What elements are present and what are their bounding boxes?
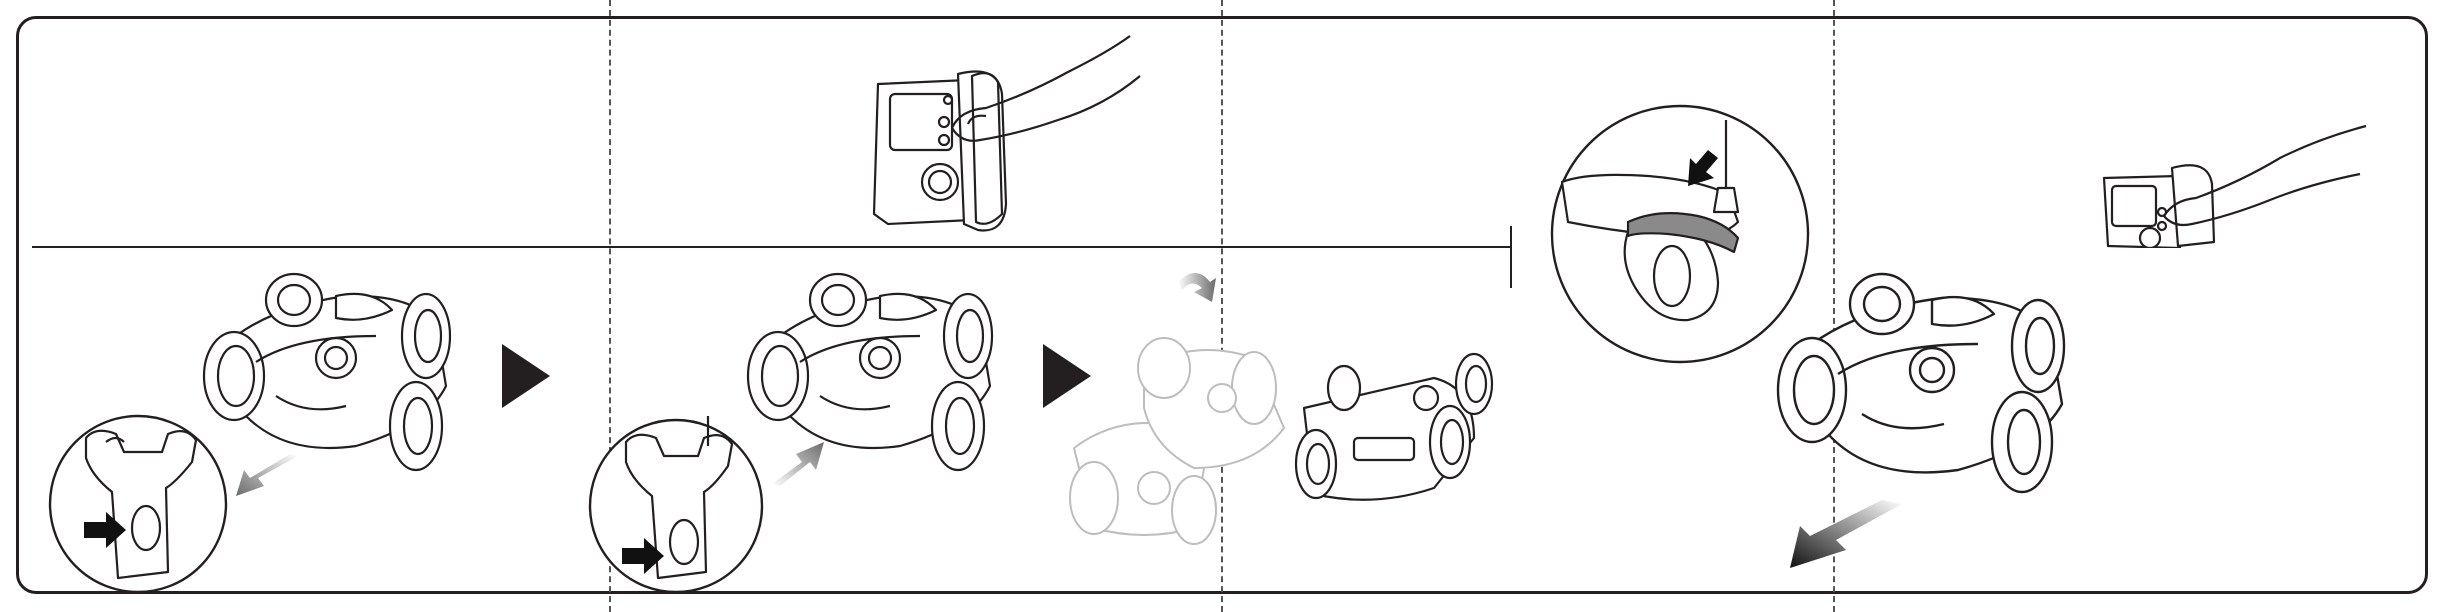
motion-arrow-icon xyxy=(768,436,828,488)
step-divider-line xyxy=(32,246,1512,248)
hand-pressing-button-icon xyxy=(2100,118,2370,248)
car-icon xyxy=(196,266,456,476)
car-icon xyxy=(1772,264,2072,496)
step-divider-end xyxy=(1510,226,1512,288)
play-arrow-icon xyxy=(502,344,550,408)
remote-control-icon xyxy=(586,416,766,596)
remote-control-icon xyxy=(46,412,230,596)
motion-arrow-icon xyxy=(1786,500,1906,572)
curved-arrow-icon xyxy=(1176,262,1216,310)
car-flipping-illustration xyxy=(1054,328,1504,548)
hand-pressing-button-icon xyxy=(868,24,1168,234)
motion-arrow-icon xyxy=(232,452,302,502)
